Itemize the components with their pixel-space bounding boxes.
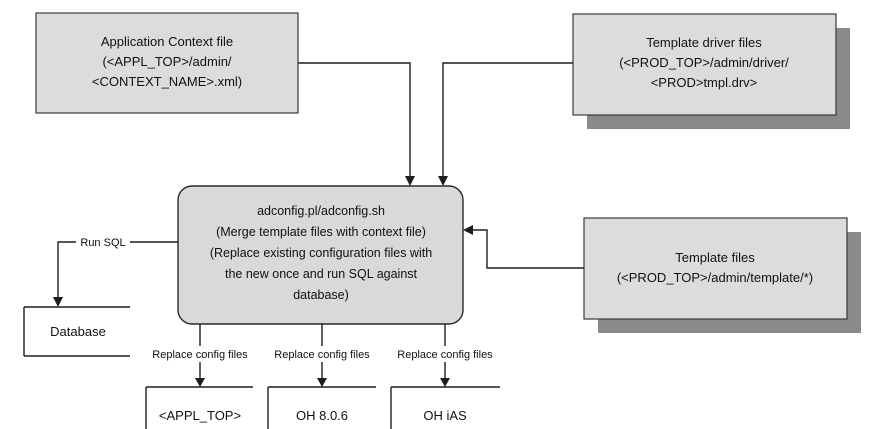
template-files-node: Template files (<PROD_TOP>/admin/templat… [583, 217, 861, 333]
edge-replace-1-arrowhead [195, 378, 205, 387]
edge-template-files-arrowhead [463, 225, 473, 235]
adconfig-line-2: (Merge template files with context file) [216, 225, 426, 239]
app-context-line-1: Application Context file [101, 34, 233, 49]
template-driver-line-1: Template driver files [646, 35, 762, 50]
adconfig-box [177, 185, 464, 325]
template-files-box [583, 217, 848, 320]
edge-template-driver-arrowhead [438, 176, 448, 186]
edge-replace-2-arrowhead [317, 378, 327, 387]
run-sql-label: Run SQL [80, 237, 125, 249]
template-driver-box [572, 13, 837, 116]
app-context-line-3: <CONTEXT_NAME>.xml) [92, 74, 242, 89]
edge-app-context-arrowhead [405, 176, 415, 186]
edge-template-files-line [472, 229, 584, 269]
app-context-line-2: (<APPL_TOP>/admin/ [102, 54, 231, 69]
edge-template-files-to-adconfig [463, 225, 584, 269]
template-driver-node: Template driver files (<PROD_TOP>/admin/… [572, 13, 850, 129]
edge-template-driver-line [442, 62, 573, 177]
template-driver-line-2: (<PROD_TOP>/admin/driver/ [619, 55, 789, 70]
edge-adconfig-to-oh-ias: Replace config files [397, 324, 493, 387]
appl-top-node: <APPL_TOP> [145, 386, 253, 429]
adconfig-node: adconfig.pl/adconfig.sh (Merge template … [177, 185, 464, 325]
edge-app-context-to-adconfig [298, 62, 415, 186]
appl-top-label: <APPL_TOP> [159, 408, 241, 423]
replace-config-label-3: Replace config files [397, 349, 493, 361]
edge-replace-3-arrowhead [440, 378, 450, 387]
adconfig-line-5: database) [293, 288, 349, 302]
template-driver-line-3: <PROD>tmpl.drv> [651, 75, 758, 90]
adconfig-line-3: (Replace existing configuration files wi… [210, 246, 432, 260]
oh-806-label: OH 8.0.6 [296, 408, 348, 423]
edge-run-sql-arrowhead [53, 297, 63, 307]
adconfig-line-1: adconfig.pl/adconfig.sh [257, 204, 385, 218]
database-node: Database [23, 306, 130, 357]
edge-adconfig-to-oh-806: Replace config files [274, 324, 370, 387]
edge-app-context-line [298, 62, 411, 177]
replace-config-label-2: Replace config files [274, 349, 370, 361]
adconfig-line-4: the new once and run SQL against [225, 267, 418, 281]
template-files-line-1: Template files [675, 250, 755, 265]
edge-run-sql-line-left [57, 241, 76, 298]
oh-ias-node: OH iAS [390, 386, 500, 429]
database-label: Database [50, 324, 106, 339]
app-context-box [35, 12, 299, 114]
oh-ias-label: OH iAS [423, 408, 467, 423]
edge-adconfig-to-appl-top: Replace config files [152, 324, 248, 387]
oh-806-node: OH 8.0.6 [267, 386, 376, 429]
app-context-node: Application Context file (<APPL_TOP>/adm… [35, 12, 299, 114]
edge-adconfig-to-database: Run SQL [53, 237, 178, 307]
replace-config-label-1: Replace config files [152, 349, 248, 361]
edge-template-driver-to-adconfig [438, 62, 573, 186]
template-files-line-2: (<PROD_TOP>/admin/template/*) [617, 270, 813, 285]
